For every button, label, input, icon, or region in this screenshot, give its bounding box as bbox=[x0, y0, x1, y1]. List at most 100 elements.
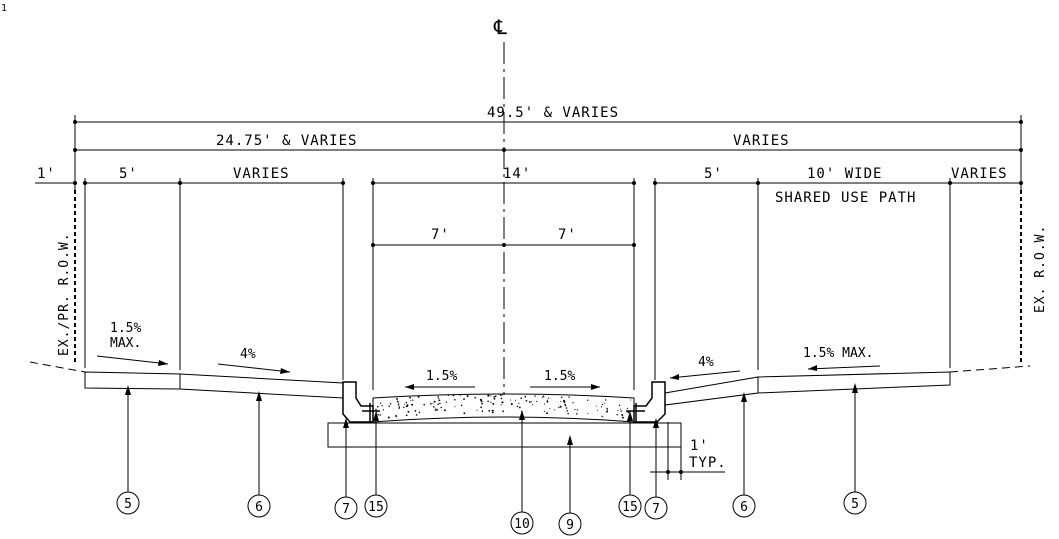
stipple-dot bbox=[463, 398, 465, 400]
stipple-dot bbox=[415, 414, 418, 416]
stipple-dot bbox=[563, 401, 566, 403]
right-offset-dimension-text: VARIES bbox=[951, 166, 1008, 182]
stipple-dot bbox=[597, 409, 598, 411]
callout-bubble-6-left: 6 bbox=[247, 494, 271, 518]
stipple-dot bbox=[500, 404, 502, 406]
left-half-dimension-text: 24.75' & VARIES bbox=[216, 133, 357, 149]
stipple-dot bbox=[452, 394, 455, 397]
stipple-dot bbox=[493, 397, 496, 400]
typ-dimension: 1' TYP. bbox=[650, 422, 727, 480]
callout-5-right-text: 5 bbox=[851, 497, 859, 512]
stipple-dot bbox=[510, 399, 512, 401]
left-offset-dimension-text: 1' bbox=[37, 166, 56, 182]
stipple-dot bbox=[440, 406, 442, 409]
stipple-dot bbox=[566, 410, 569, 412]
stipple-dot bbox=[541, 396, 544, 398]
callout-bubble-7-right: 7 bbox=[644, 496, 668, 520]
overall-dimension-text: 49.5' & VARIES bbox=[487, 105, 619, 121]
stipple-dot bbox=[620, 410, 622, 412]
left-row-label: EX./PR. R.O.W. bbox=[57, 232, 72, 356]
stipple-dot bbox=[377, 413, 379, 416]
stipple-dot bbox=[377, 406, 379, 408]
right-sidewalk-dimension-text: 5' bbox=[704, 166, 723, 182]
stipple-dot bbox=[524, 395, 527, 398]
stipple-dot bbox=[621, 414, 624, 416]
callout-6-right-text: 6 bbox=[740, 500, 748, 515]
stipple-dot bbox=[558, 406, 560, 409]
callout-bubble-7-left: 7 bbox=[334, 496, 358, 520]
pavement-stipple bbox=[375, 394, 632, 421]
stipple-dot bbox=[514, 399, 517, 401]
stipple-dot bbox=[433, 401, 435, 403]
right-ground-line bbox=[949, 365, 1031, 373]
stipple-dot bbox=[474, 396, 477, 399]
stipple-dot bbox=[568, 396, 570, 398]
stipple-dot bbox=[501, 401, 504, 404]
lane-dimensions: 7' 7' bbox=[371, 227, 636, 247]
stipple-dot bbox=[396, 399, 398, 401]
stipple-dot bbox=[409, 396, 411, 399]
stipple-dot bbox=[628, 412, 630, 414]
stipple-dot bbox=[488, 410, 491, 412]
stipple-dot bbox=[481, 410, 484, 412]
stipple-dot bbox=[454, 398, 456, 401]
stipple-dot bbox=[395, 415, 397, 418]
overall-dimension: 49.5' & VARIES bbox=[73, 105, 1023, 124]
stipple-dot bbox=[534, 395, 536, 397]
left-walk-slope-max: MAX. bbox=[110, 336, 141, 351]
stipple-dot bbox=[405, 414, 408, 417]
stipple-dot bbox=[480, 406, 482, 409]
stipple-dot bbox=[434, 409, 437, 411]
stipple-dot bbox=[418, 411, 421, 414]
stipple-dot bbox=[546, 399, 548, 401]
stipple-dot bbox=[604, 399, 607, 401]
stipple-dot bbox=[501, 394, 503, 396]
pavement bbox=[372, 393, 635, 423]
right-path-slope: 1.5% MAX. bbox=[803, 346, 873, 361]
slope-annotations: 1.5% MAX. 4% 1.5% 1.5% 4% 1.5% MAX. bbox=[96, 321, 881, 390]
left-buffer-slope: 4% bbox=[240, 347, 256, 362]
left-lane-dimension-text: 7' bbox=[431, 227, 450, 243]
stipple-dot bbox=[375, 408, 377, 411]
stipple-dot bbox=[493, 396, 495, 398]
stipple-dot bbox=[432, 406, 435, 408]
typ-dimension-label: TYP. bbox=[689, 455, 727, 471]
callout-5-left-text: 5 bbox=[124, 497, 132, 512]
stipple-dot bbox=[438, 399, 441, 402]
stipple-dot bbox=[606, 409, 609, 411]
left-buffer-dimension-text: VARIES bbox=[233, 166, 290, 182]
extension-lines bbox=[74, 115, 1022, 390]
stipple-dot bbox=[518, 402, 520, 404]
stipple-dot bbox=[600, 406, 603, 408]
stipple-dot bbox=[601, 403, 604, 406]
stipple-dot bbox=[587, 412, 589, 414]
stipple-dot bbox=[447, 394, 450, 397]
stipple-dot bbox=[630, 399, 632, 401]
stipple-dot bbox=[587, 399, 589, 401]
stipple-dot bbox=[404, 403, 406, 405]
stipple-dot bbox=[398, 406, 400, 408]
stipple-dot bbox=[502, 410, 505, 413]
stipple-dot bbox=[439, 402, 441, 405]
stipple-dot bbox=[435, 408, 437, 410]
stipple-dot bbox=[576, 409, 579, 411]
stipple-dot bbox=[481, 402, 483, 405]
callout-9-text: 9 bbox=[566, 518, 574, 533]
stipple-dot bbox=[381, 405, 383, 407]
stipple-dot bbox=[388, 405, 390, 407]
stipple-dot bbox=[492, 402, 495, 405]
stipple-dot bbox=[603, 402, 606, 404]
stipple-dot bbox=[437, 403, 439, 406]
road-right-slope: 1.5% bbox=[544, 369, 575, 384]
stipple-dot bbox=[518, 406, 521, 409]
callout-7-right-text: 7 bbox=[652, 502, 660, 517]
stipple-dot bbox=[405, 401, 408, 404]
stipple-dot bbox=[491, 411, 494, 414]
path-width-dimension-text: 10' WIDE bbox=[807, 166, 882, 182]
stipple-dot bbox=[546, 400, 549, 403]
right-lane-dimension-text: 7' bbox=[558, 227, 577, 243]
stipple-dot bbox=[417, 395, 420, 398]
stipple-dot bbox=[376, 411, 378, 413]
left-curb bbox=[342, 381, 374, 423]
